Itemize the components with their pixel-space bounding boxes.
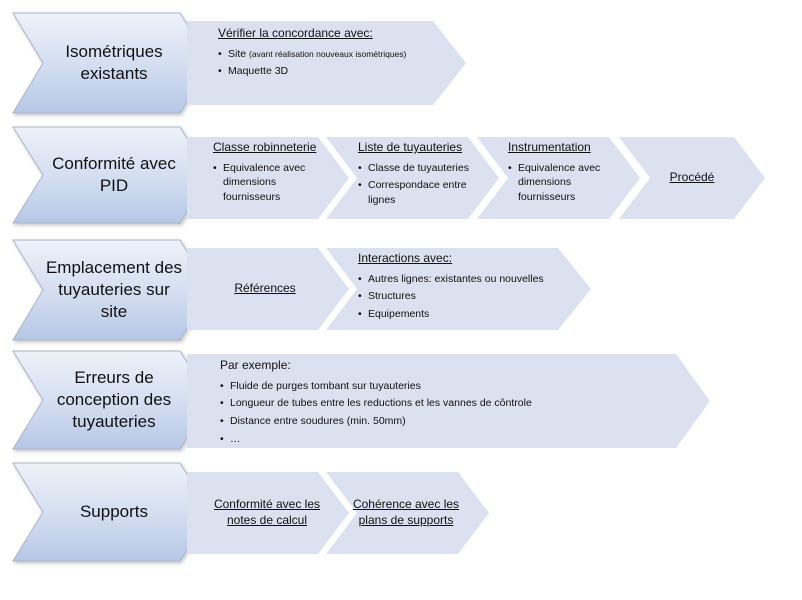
row2-box1-bullets: Equivalence avec dimensions fournisseurs [213, 161, 325, 205]
list-item: … [220, 432, 660, 447]
list-item: Equivalence avec dimensions fournisseurs [508, 161, 613, 205]
row4-box1-heading: Par exemple: [220, 358, 291, 372]
row4-main-chevron [12, 350, 211, 450]
row2-box4-heading: Procédé [669, 170, 715, 185]
row2-box2-heading: Liste de tuyauteries [358, 140, 463, 154]
row3-box1-heading: Références [234, 281, 296, 296]
list-item: Equipements [358, 307, 558, 322]
row1-box1-heading: Vérifier la concordance avec: [218, 26, 373, 40]
row3-title: Emplacement des tuyauteries sur site [45, 257, 183, 322]
row3-box2-heading: Interactions avec: [358, 251, 453, 265]
list-item: Maquette 3D [218, 64, 458, 79]
row5-box2-content: Cohérence avec les plans de supports [350, 472, 462, 554]
row2-title: Conformité avec PID [52, 153, 176, 195]
list-item: Site (avant réalisation nouveaux isométr… [218, 47, 458, 62]
list-item: Correspondace entre lignes [358, 178, 476, 207]
row3-box2-bullets: Autres lignes: existantes ou nouvelles S… [358, 272, 558, 322]
row5-box1-chevron [187, 472, 349, 554]
row2-box1-content: Classe robinneterie Equivalence avec dim… [213, 140, 325, 208]
row3-main-chevron [12, 239, 211, 341]
row5-main-chevron [12, 462, 211, 562]
row5-box1-heading: Conformité avec les notes de calcul [213, 497, 321, 527]
row2-box2-bullets: Classe de tuyauteries Correspondace entr… [358, 161, 476, 208]
row5-box1-content: Conformité avec les notes de calcul [208, 472, 326, 554]
row4-box1-content: Par exemple: Fluide de purges tombant su… [220, 358, 660, 449]
row1-box1-content: Vérifier la concordance avec: Site (avan… [218, 26, 458, 82]
row1-title: Isométriques existants [65, 41, 163, 83]
row2-box4-chevron [619, 137, 765, 219]
row4-box1-bullets: Fluide de purges tombant sur tuyauteries… [220, 379, 660, 447]
row5-box2-chevron [326, 472, 489, 554]
row2-box4-content: Procédé [650, 137, 734, 219]
row2-main-chevron [12, 126, 211, 224]
row2-box3-content: Instrumentation Equivalence avec dimensi… [508, 140, 613, 208]
row1-main-chevron [12, 12, 211, 114]
row3-box1-content: Références [200, 248, 330, 330]
row5-box2-heading: Cohérence avec les plans de supports [352, 497, 460, 527]
list-item: Classe de tuyauteries [358, 161, 476, 176]
list-item: Fluide de purges tombant sur tuyauteries [220, 379, 660, 394]
row5-title: Supports [79, 501, 149, 521]
list-item: Longueur de tubes entre les reductions e… [220, 396, 660, 411]
list-item: Distance entre soudures (min. 50mm) [220, 414, 660, 429]
row3-box2-content: Interactions avec: Autres lignes: exista… [358, 251, 558, 325]
list-item: Autres lignes: existantes ou nouvelles [358, 272, 558, 287]
row4-title: Erreurs de conception des tuyauteries [56, 367, 172, 432]
list-item: Equivalence avec dimensions fournisseurs [213, 161, 325, 205]
row2-box2-content: Liste de tuyauteries Classe de tuyauteri… [358, 140, 476, 211]
list-item: Structures [358, 289, 558, 304]
row2-box3-bullets: Equivalence avec dimensions fournisseurs [508, 161, 613, 205]
row2-box3-heading: Instrumentation [508, 140, 591, 154]
row3-box1-chevron [187, 248, 349, 330]
row2-box1-heading: Classe robinneterie [213, 140, 317, 154]
row1-box1-bullets: Site (avant réalisation nouveaux isométr… [218, 47, 458, 79]
row1-box1-chevron [187, 21, 466, 105]
